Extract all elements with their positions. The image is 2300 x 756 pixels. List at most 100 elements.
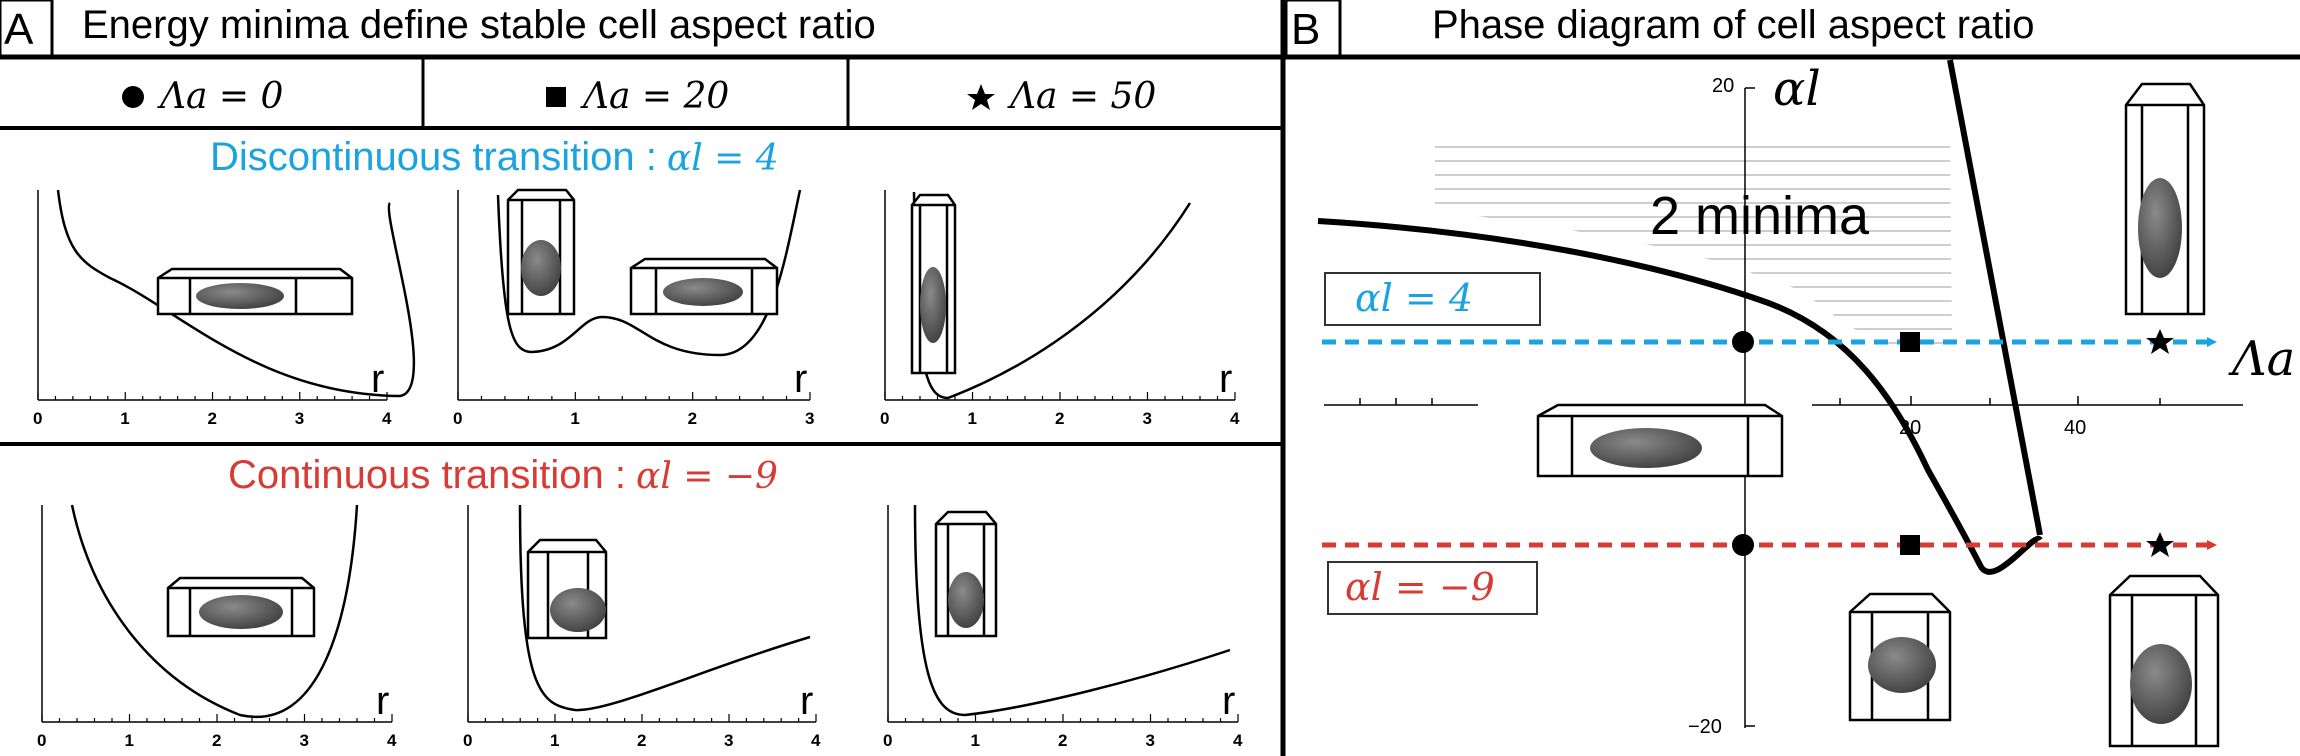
nucleus [920, 267, 946, 343]
energy-curve-r1c2 [496, 189, 802, 357]
row-title-discontinuous: Discontinuous transition :αl = 4 [210, 135, 779, 179]
column-header-2-label: Λa = 20 [580, 76, 729, 117]
nucleus [550, 588, 606, 632]
alpha-minus9-box [1327, 561, 1538, 615]
row-title-continuous: Continuous transition :αl = −9 [228, 453, 778, 497]
boundary-curve [1317, 218, 2043, 575]
phase-boundaries [1317, 59, 2043, 575]
cell-tall-r1c3 [910, 193, 957, 375]
panel-b-title: Phase diagram of cell aspect ratio [1432, 3, 2035, 47]
plot-tick-label: 1 [968, 409, 977, 428]
column-header-1: Λa = 0 [122, 76, 283, 117]
plot-x-label: r [794, 357, 807, 401]
plot-tick-label: 3 [805, 409, 814, 428]
plot-tick-label: 2 [1055, 409, 1064, 428]
plot-tick-label: 2 [637, 731, 646, 750]
cell-tall-phase-bottom [2108, 574, 2220, 748]
nucleus [2130, 644, 2192, 724]
plot-x-label: r [800, 679, 813, 723]
column-header-3: Λa = 50 [967, 76, 1156, 117]
boundary-line-steep [1947, 59, 2043, 536]
panel-a: A Energy minima define stable cell aspec… [0, 0, 1283, 750]
energy-curve-r2c1 [70, 504, 359, 719]
cell-wide-r1c1 [156, 267, 354, 316]
plot-tick-label: 0 [463, 731, 472, 750]
square-marker [1900, 332, 1920, 352]
alpha-4-box [1324, 272, 1541, 326]
plot-x-label: r [1222, 679, 1235, 723]
cell-tall-phase-top [2124, 82, 2206, 316]
panel-a-title: Energy minima define stable cell aspect … [82, 3, 876, 47]
plot-tick-label: 2 [212, 731, 221, 750]
nucleus [948, 572, 984, 628]
plot-tick-label: 2 [208, 409, 217, 428]
cell-tall-r2c3 [934, 510, 998, 638]
square-marker [546, 87, 566, 107]
cell-medium-phase-bottom [1848, 592, 1952, 722]
star-marker [2146, 329, 2174, 354]
cell-wide-phase [1536, 403, 1784, 478]
plot-x-label: r [371, 357, 384, 401]
x-axis-label: Λa [2228, 331, 2295, 387]
cell-wide-r2c1 [166, 576, 316, 638]
plot-tick-label: 1 [125, 731, 134, 750]
nucleus [1590, 428, 1702, 468]
plot-tick-label: 3 [295, 409, 304, 428]
square-marker [1900, 535, 1920, 555]
y-tick-label-top: 20 [1712, 75, 1734, 97]
plot-tick-label: 0 [883, 731, 892, 750]
circle-marker [1732, 331, 1754, 353]
panel-b: B Phase diagram of cell aspect ratio 20 … [1283, 0, 2300, 748]
column-header-1-label: Λa = 0 [157, 76, 283, 117]
plot-tick-label: 3 [1146, 731, 1155, 750]
column-header-2: Λa = 20 [546, 76, 729, 117]
plot-tick-label: 4 [811, 731, 821, 750]
plot-tick-label: 4 [1233, 731, 1243, 750]
plot-x-label: r [376, 679, 389, 723]
plot-tick-label: 2 [1058, 731, 1067, 750]
energy-curve-r2c2 [518, 504, 811, 712]
y-tick-label-bottom: −20 [1688, 716, 1722, 738]
panel-a-label: A [4, 5, 34, 54]
nucleus [1868, 637, 1936, 693]
x-tick-label-40: 40 [2064, 417, 2086, 439]
nucleus [521, 240, 561, 296]
nucleus [199, 595, 283, 629]
plot-tick-label: 1 [120, 409, 129, 428]
star-marker [967, 84, 995, 110]
plot-tick-label: 0 [37, 731, 46, 750]
plot-tick-label: 4 [387, 731, 397, 750]
cell-wide-r1c2 [629, 257, 779, 316]
plot-tick-label: 1 [570, 409, 579, 428]
plot-tick-label: 0 [880, 409, 889, 428]
cell-medium-r2c2 [526, 538, 608, 640]
plot-tick-label: 2 [688, 409, 697, 428]
plot-tick-label: 1 [971, 731, 980, 750]
row-title-discontinuous-text: Discontinuous transition : [210, 135, 657, 179]
cell-tall-r1c2 [506, 188, 576, 316]
nucleus [196, 283, 284, 309]
plot-tick-label: 0 [453, 409, 462, 428]
nucleus [2138, 178, 2182, 278]
plot-tick-label: 4 [1230, 409, 1240, 428]
energy-curve-r1c1 [56, 189, 416, 398]
row-title-continuous-param: αl = −9 [636, 456, 778, 497]
plot-tick-label: 3 [724, 731, 733, 750]
alpha-4-label: αl = 4 [1355, 276, 1473, 320]
plot-tick-label: 0 [33, 409, 42, 428]
panel-b-label-box [1284, 0, 1342, 58]
star-marker [2146, 532, 2174, 557]
plot-tick-label: 3 [1143, 409, 1152, 428]
row-title-discontinuous-param: αl = 4 [667, 138, 779, 179]
energy-curves [56, 189, 1231, 719]
circle-marker [1732, 534, 1754, 556]
plot-x-label: r [1219, 357, 1232, 401]
nucleus [663, 278, 743, 306]
y-axis-label: αl [1773, 61, 1821, 117]
plot-tick-label: 1 [550, 731, 559, 750]
plot-tick-label: 4 [382, 409, 392, 428]
alpha-minus9-label: αl = −9 [1345, 565, 1495, 609]
region-label: 2 minima [1650, 186, 1870, 246]
